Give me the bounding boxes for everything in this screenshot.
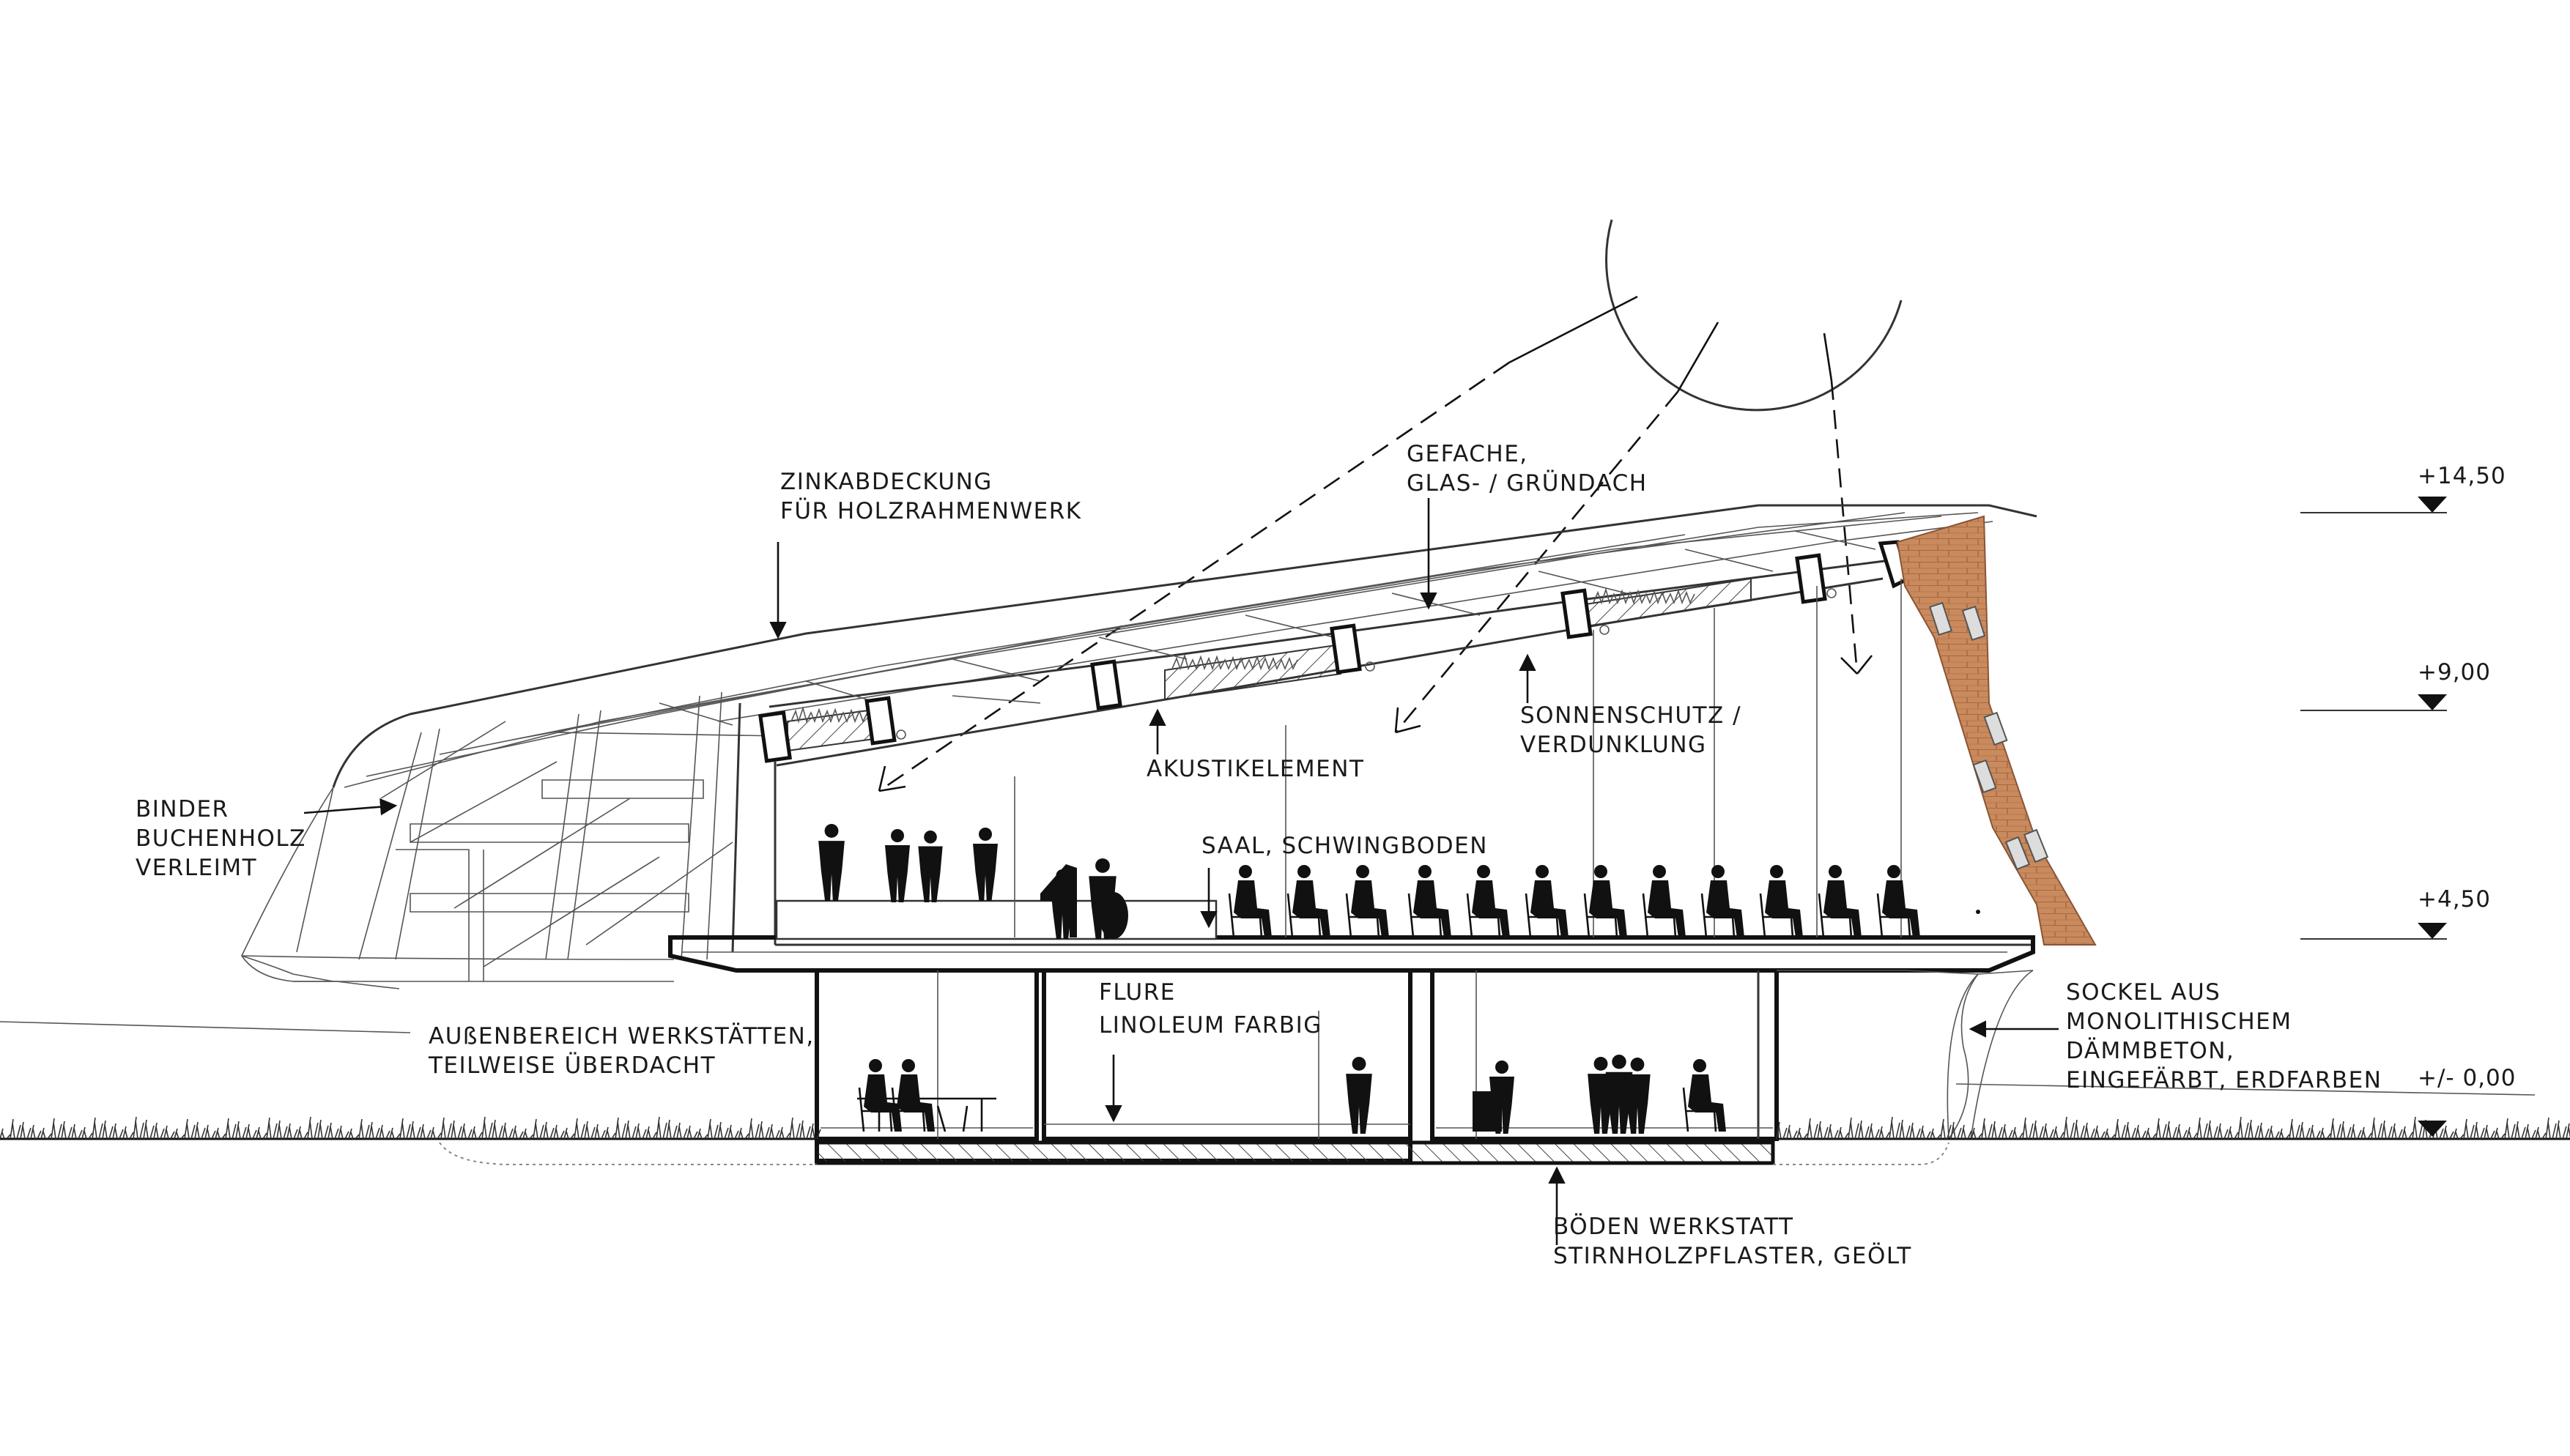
audience-member xyxy=(1876,865,1920,938)
acoustic-elements xyxy=(758,540,1911,763)
workshop-person xyxy=(858,1059,902,1132)
left-wing xyxy=(240,691,741,989)
labels: ZINKABDECKUNG FÜR HOLZRAHMENWERK GEFACHE… xyxy=(136,441,2382,1269)
person-corridor xyxy=(1346,1057,1372,1134)
level-label-upper: +9,00 xyxy=(2418,659,2491,686)
dancer xyxy=(885,829,910,902)
workshop-person xyxy=(1682,1059,1726,1132)
double-bass xyxy=(1099,892,1128,939)
green-roof-bands xyxy=(787,577,1752,752)
label-flure: FLURE LINOLEUM FARBIG xyxy=(1099,979,1322,1039)
hall xyxy=(668,579,2035,973)
dancer xyxy=(918,831,943,902)
dancer xyxy=(973,828,998,901)
workshop-person xyxy=(891,1059,935,1132)
level-label-top: +14,50 xyxy=(2418,463,2506,489)
audience-member xyxy=(1345,865,1389,938)
label-boeden: BÖDEN WERKSTATT STIRNHOLZPFLASTER, GEÖLT xyxy=(1553,1213,1912,1269)
label-saal: SAAL, SCHWINGBODEN xyxy=(1201,833,1488,859)
dancer xyxy=(818,824,845,901)
level-label-hall: +4,50 xyxy=(2418,886,2491,913)
label-sonnenschutz: SONNENSCHUTZ / VERDUNKLUNG xyxy=(1520,702,1749,758)
label-zinc: ZINKABDECKUNG FÜR HOLZRAHMENWERK xyxy=(780,469,1082,524)
audience-member xyxy=(1818,865,1862,938)
label-aussen: AUßENBEREICH WERKSTÄTTEN, TEILWEISE ÜBER… xyxy=(428,1023,823,1079)
level-marker-upper: +9,00 xyxy=(2300,659,2491,711)
audience-member xyxy=(1228,865,1272,938)
audience-member xyxy=(1583,865,1627,938)
level-marker-top: +14,50 xyxy=(2300,463,2506,513)
audience-member xyxy=(1700,865,1744,938)
grass xyxy=(0,1116,2570,1140)
level-marker-hall: +4,50 xyxy=(2300,886,2491,940)
roof xyxy=(332,504,2037,788)
label-akustik: AKUSTIKELEMENT xyxy=(1147,756,1364,782)
audience-member xyxy=(1407,865,1451,938)
ground-floor xyxy=(815,968,2034,1165)
level-label-ground: +/- 0,00 xyxy=(2418,1065,2516,1091)
label-binder: BINDER BUCHENHOLZ VERLEIMT xyxy=(136,796,314,881)
label-sockel: SOCKEL AUS MONOLITHISCHEM DÄMMBETON, EIN… xyxy=(2066,979,2382,1093)
workshop-table xyxy=(857,1097,996,1132)
level-marker-ground: +/- 0,00 xyxy=(2418,1065,2516,1137)
ground-line xyxy=(0,1116,2570,1165)
workshop-person xyxy=(1624,1058,1651,1134)
audience-member xyxy=(1759,865,1803,938)
audience-member xyxy=(1642,865,1686,938)
audience-member xyxy=(1286,865,1330,938)
workshop-person xyxy=(1489,1061,1514,1134)
audience-member xyxy=(1525,865,1569,938)
audience-member xyxy=(1466,865,1510,938)
label-gefache: GEFACHE, GLAS- / GRÜNDACH xyxy=(1407,441,1648,497)
musician xyxy=(1050,869,1075,939)
people xyxy=(818,824,1920,1134)
brick-wall xyxy=(1896,515,2097,946)
sun xyxy=(1508,219,1903,412)
leader-arrows xyxy=(0,498,2536,1245)
level-markers: +14,50 +9,00 +4,50 +/- 0,00 xyxy=(2300,463,2516,1137)
